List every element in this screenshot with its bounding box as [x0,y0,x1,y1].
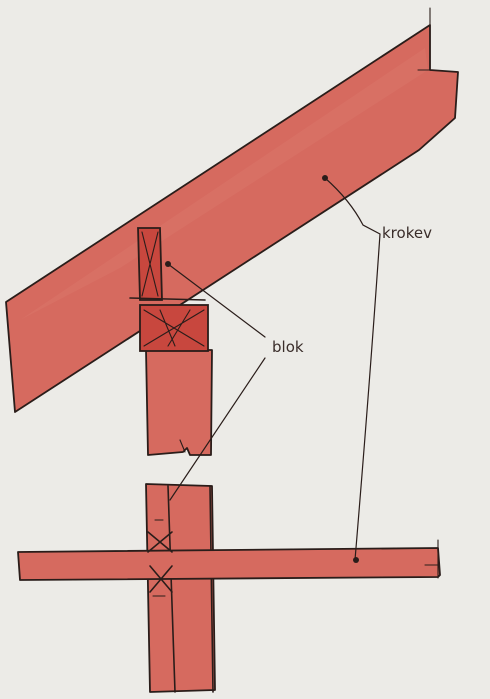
tie-callout-point [353,557,359,563]
lower-post [145,483,216,693]
block-leader-upper [167,263,266,338]
tie-beam [17,539,441,581]
lower-block-marks [147,519,173,597]
block-leader-lower [169,357,266,501]
rafter-label: krokev [382,224,432,242]
leader-lines [167,177,381,561]
block-label: blok [272,338,304,356]
upper-post [145,349,213,456]
rafter-beam [5,7,459,413]
block-piece [129,227,209,352]
rafter-leader [324,177,381,561]
